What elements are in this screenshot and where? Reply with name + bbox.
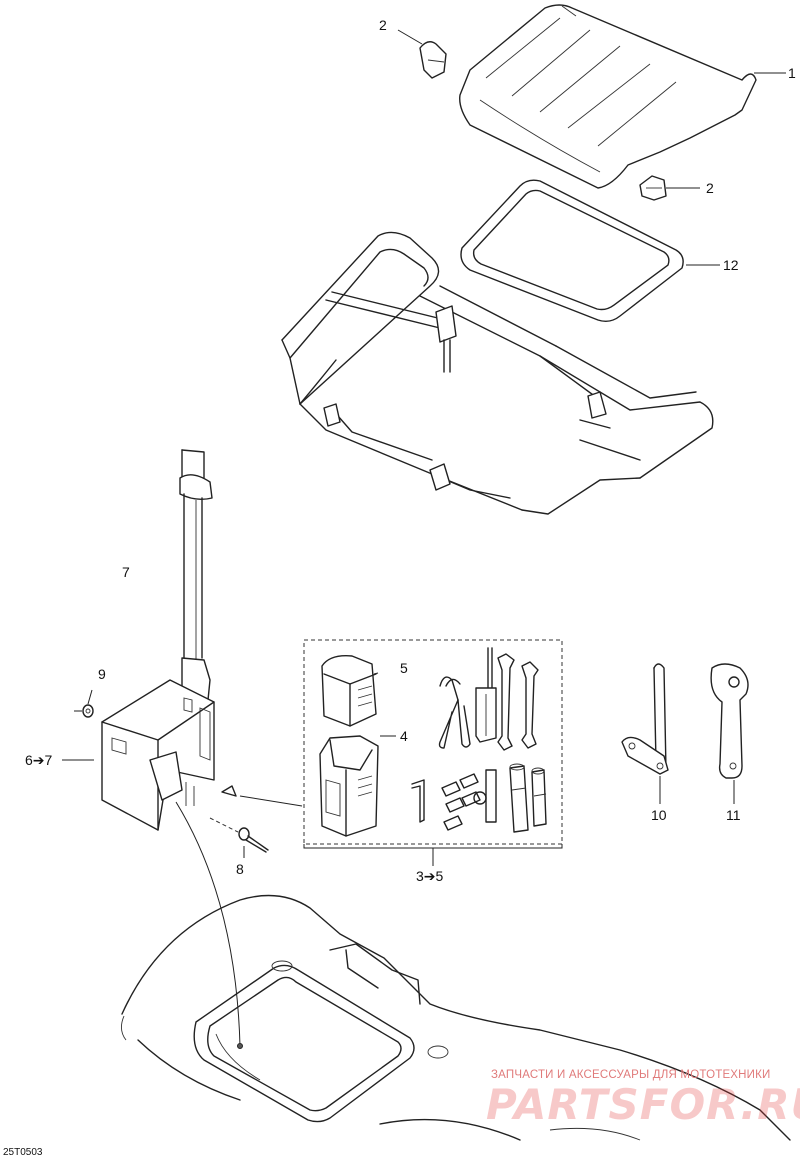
callout-6-to-7: 6➔7	[25, 752, 53, 768]
callout-10: 10	[651, 807, 667, 823]
callout-7: 7	[122, 564, 130, 580]
vehicle-rear-body	[121, 894, 791, 1141]
spanner-wrench-part	[710, 663, 749, 779]
fuse-set	[441, 773, 481, 831]
drawing-code: 25T0503	[3, 1147, 43, 1158]
strap-part	[179, 449, 213, 701]
callout-leaders	[62, 29, 786, 858]
toolbox-bracket-part	[101, 679, 215, 831]
washer-part	[74, 704, 94, 718]
callout-1: 1	[788, 65, 796, 81]
clip-part-upper	[419, 41, 447, 79]
tool-kit-outline	[221, 639, 563, 866]
seal-gasket-part	[460, 179, 684, 323]
callout-2-lower: 2	[706, 180, 714, 196]
callout-8: 8	[236, 861, 244, 877]
hex-key-tool	[411, 779, 425, 823]
callout-4: 4	[400, 728, 408, 744]
tool-bag-part	[321, 655, 377, 727]
callout-9: 9	[98, 666, 106, 682]
socket-wrench-tool-a	[509, 763, 529, 833]
watermark-tagline: ЗАПЧАСТИ И АКСЕССУАРЫ ДЛЯ МОТОТЕХНИКИ	[491, 1069, 771, 1081]
tool-case-part	[319, 735, 379, 837]
callout-5: 5	[400, 660, 408, 676]
callout-12: 12	[723, 257, 739, 273]
spark-plug-gauge-tool	[473, 769, 497, 823]
seat-cushion-part	[459, 4, 757, 189]
rack-frame	[281, 231, 714, 515]
open-end-wrench-tool-a	[497, 653, 515, 751]
callout-11: 11	[726, 807, 741, 823]
callout-2-upper: 2	[379, 17, 387, 33]
open-end-wrench-tool-b	[521, 661, 539, 749]
pliers-tool	[438, 676, 471, 749]
rivet-part	[209, 817, 269, 853]
spanner-handle-part	[621, 663, 669, 775]
screwdriver-tool	[475, 647, 497, 743]
watermark-logo: PARTSFOR.RU	[486, 1080, 800, 1129]
socket-wrench-tool-b	[531, 767, 547, 827]
mounting-leader	[175, 782, 243, 1049]
callout-3-to-5: 3➔5	[416, 868, 444, 884]
clip-part-lower	[639, 175, 667, 201]
